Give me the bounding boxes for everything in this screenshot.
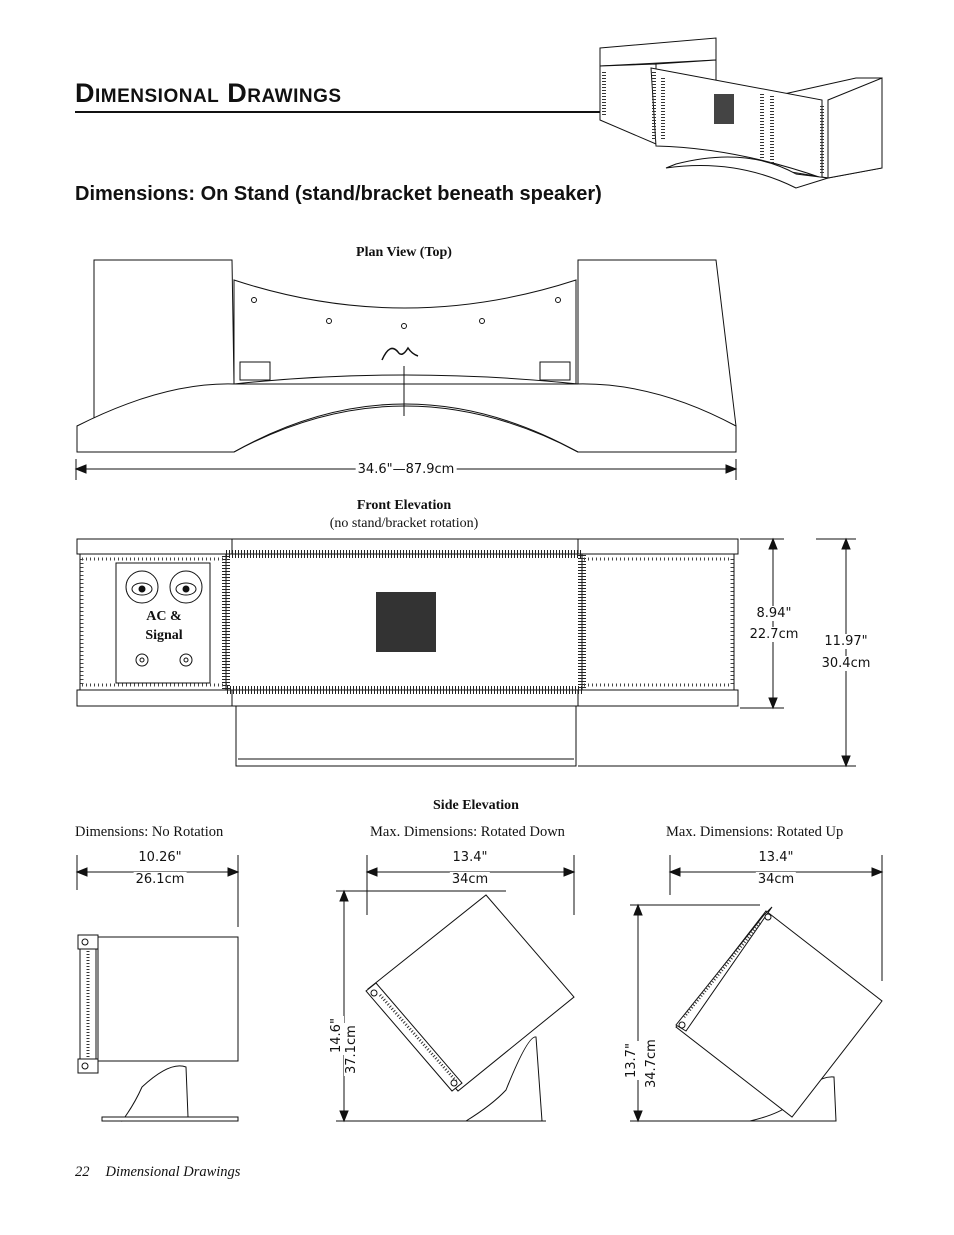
rotated-down-width-cm: 34cm (449, 872, 491, 887)
ac-signal-label-line2: Signal (145, 628, 183, 643)
plan-view-width-dimension: 34.6"—87.9cm (355, 462, 457, 477)
plan-view-caption: Plan View (Top) (356, 245, 452, 261)
front-elevation-caption-text: Front Elevation (356, 498, 452, 513)
rotated-down-height-in: 14.6" (329, 1016, 344, 1055)
rotated-up-height-in: 13.7" (624, 1041, 639, 1080)
page-title: Dimensional Drawings (75, 78, 342, 108)
ac-signal-label-line1: AC & (146, 609, 182, 624)
rotated-up-width-in: 13.4" (756, 850, 796, 865)
section-heading: Dimensions: On Stand (stand/bracket bene… (75, 183, 602, 205)
plan-view-caption-text: Plan View (Top) (356, 245, 452, 260)
no-rotation-width-in: 10.26" (136, 850, 184, 865)
speaker-illustration (599, 37, 883, 189)
rotated-down-label: Max. Dimensions: Rotated Down (370, 824, 565, 840)
side-no-rotation-drawing (75, 855, 240, 1122)
rotated-down-height-cm: 37.1cm (344, 1023, 359, 1076)
front-elevation-subcaption: (no stand/bracket rotation) (329, 516, 479, 531)
page-number: 22 (75, 1164, 90, 1180)
side-elevation-caption: Side Elevation (433, 798, 519, 814)
page-footer: 22 Dimensional Drawings (75, 1164, 256, 1181)
side-rotated-down-drawing (336, 855, 576, 1123)
rotated-down-width-in: 13.4" (450, 850, 490, 865)
plan-view-drawing (74, 259, 738, 480)
front-elevation-caption: Front Elevation (357, 498, 451, 514)
ac-signal-label: AC & Signal (145, 607, 182, 645)
no-rotation-label: Dimensions: No Rotation (75, 824, 224, 840)
front-speaker-height-cm: 22.7cm (747, 627, 801, 642)
side-rotated-up-drawing (630, 855, 884, 1123)
rotated-up-width-cm: 34cm (755, 872, 797, 887)
front-elevation-drawing (76, 537, 856, 768)
front-total-height-in: 11.97" (822, 634, 870, 649)
side-elevation-caption-text: Side Elevation (433, 798, 519, 813)
title-rule (75, 111, 601, 113)
footer-section-name: Dimensional Drawings (105, 1164, 241, 1180)
rotated-up-height-cm: 34.7cm (644, 1037, 659, 1090)
no-rotation-width-cm: 26.1cm (133, 872, 187, 887)
front-speaker-height-in: 8.94" (754, 606, 794, 621)
front-total-height-cm: 30.4cm (819, 656, 873, 671)
rotated-up-label: Max. Dimensions: Rotated Up (666, 824, 844, 840)
